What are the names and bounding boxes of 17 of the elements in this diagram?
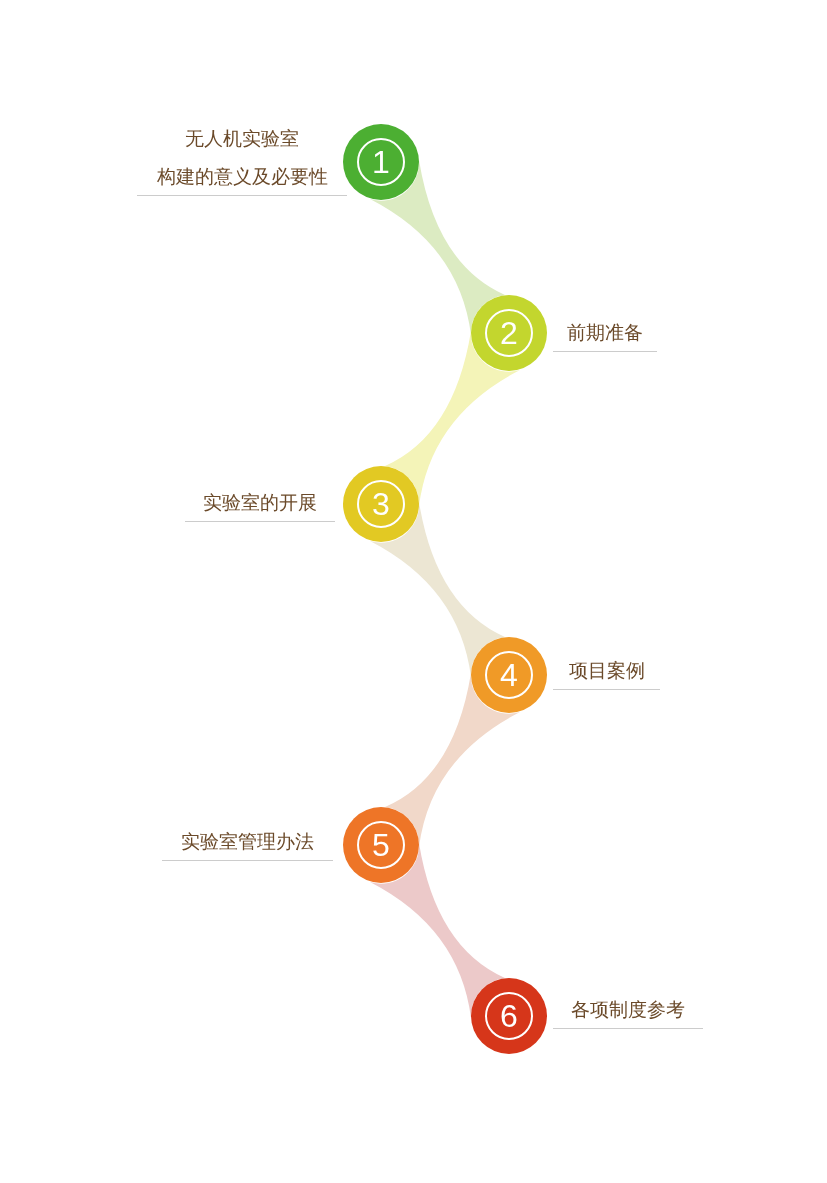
numbered-circle: 5 bbox=[343, 807, 419, 883]
ribbon-connector bbox=[385, 331, 520, 506]
numbered-circle: 4 bbox=[471, 637, 547, 713]
step-label: 项目案例 bbox=[553, 651, 660, 690]
numbered-circle: 2 bbox=[471, 295, 547, 371]
ribbon-connector bbox=[370, 160, 505, 335]
numbered-circle: 3 bbox=[343, 466, 419, 542]
step-label: 各项制度参考 bbox=[553, 990, 703, 1029]
numbered-circle: 6 bbox=[471, 978, 547, 1054]
numbered-circle: 1 bbox=[343, 124, 419, 200]
step-label: 实验室的开展 bbox=[185, 483, 335, 522]
step-label: 实验室管理办法 bbox=[162, 822, 333, 861]
ribbon-connector bbox=[370, 502, 505, 677]
ribbon-connector bbox=[370, 843, 505, 1018]
step-label: 无人机实验室构建的意义及必要性 bbox=[137, 119, 347, 196]
step-label: 前期准备 bbox=[553, 313, 657, 352]
ribbon-connector bbox=[385, 673, 520, 847]
